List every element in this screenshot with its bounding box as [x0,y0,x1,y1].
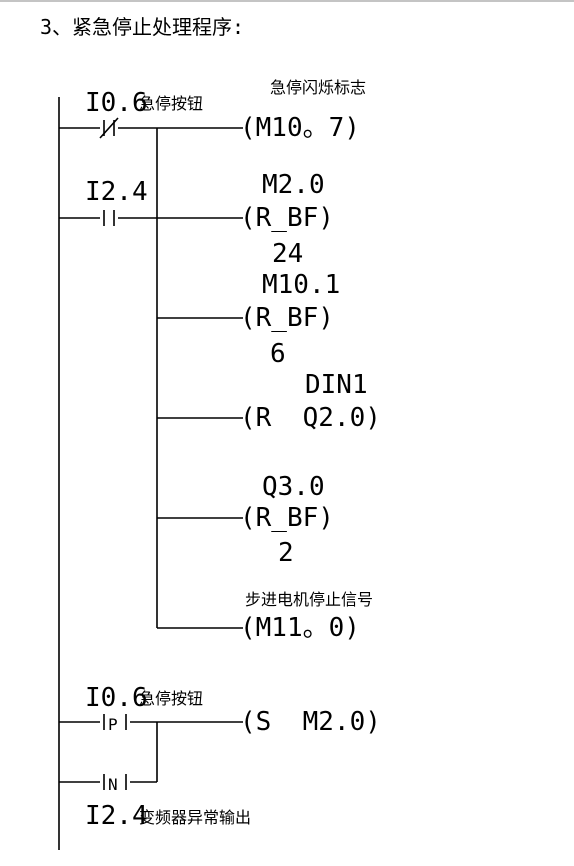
coil-operand-label: Q3.0 [262,472,325,502]
coil-instruction[interactable]: (R_BF) [240,203,334,233]
coil-comment-label: 步进电机停止信号 [245,590,373,609]
coil-instruction[interactable]: (S M2.0) [240,707,381,737]
coil-count-label: 6 [270,339,286,369]
edge-symbol-label: P [108,715,118,734]
contact-address-label: I2.4 [85,177,148,207]
edge-symbol-label: N [108,775,118,794]
coil-operand-label: DIN1 [305,370,368,400]
contact-i0-6-positive-edge[interactable] [59,714,243,730]
coil-instruction[interactable]: (R Q2.0) [240,403,381,433]
coil-instruction[interactable]: (M11。0) [240,613,360,643]
contact-address-label: I0.6 [85,88,148,118]
contact-address-label: I2.4 [85,801,148,831]
section-heading: 3、紧急停止处理程序: [40,15,244,39]
contact-comment-label: 变频器异常输出 [139,808,251,827]
contact-i2-4-no[interactable] [59,210,157,226]
contact-address-label: I0.6 [85,683,148,713]
coil-comment-label: 急停闪烁标志 [270,78,366,97]
contact-comment-label: 急停按钮 [139,94,203,113]
coil-operand-label: M10.1 [262,270,340,300]
contact-comment-label: 急停按钮 [139,689,203,708]
coil-operand-label: M2.0 [262,170,325,200]
contact-i2-4-negative-edge[interactable] [59,774,157,790]
coil-count-label: 2 [278,538,294,568]
contact-i0-6-nc[interactable] [59,117,243,139]
coil-instruction[interactable]: (R_BF) [240,503,334,533]
coil-instruction[interactable]: (R_BF) [240,303,334,333]
coil-count-label: 24 [272,239,303,269]
coil-instruction[interactable]: (M10。7) [240,113,360,143]
